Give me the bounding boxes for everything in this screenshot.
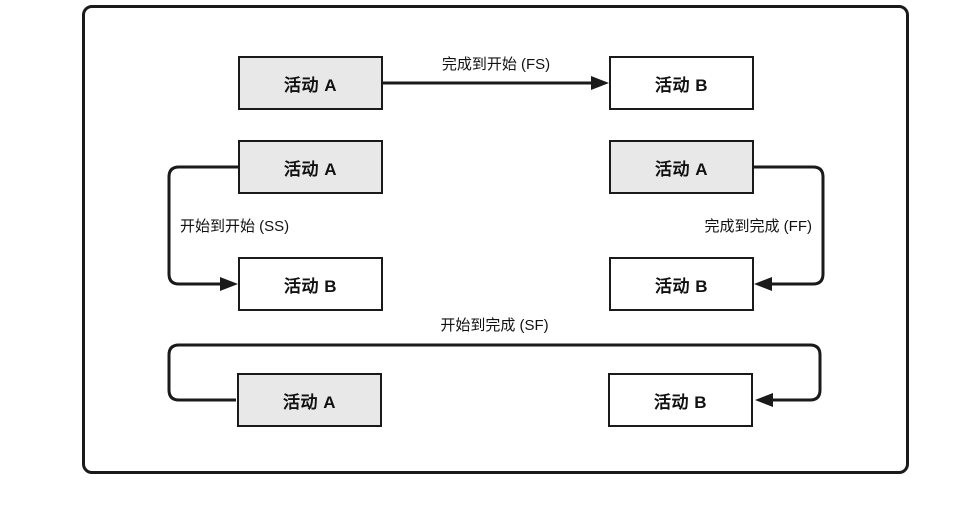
ff-connector <box>754 165 825 291</box>
ss-activity-b-box: 活动 B <box>238 257 383 311</box>
ff-activity-b-box: 活动 B <box>609 257 754 311</box>
ff-relation-label: 完成到完成 (FF) <box>704 218 812 235</box>
fs-arrowhead-icon <box>591 76 609 90</box>
ff-arrowhead-icon <box>754 277 772 291</box>
fs-activity-b-box: 活动 B <box>609 56 754 110</box>
ss-arrowhead-icon <box>220 277 238 291</box>
fs-relation-label: 完成到开始 (FS) <box>441 56 551 73</box>
ff-activity-a-box: 活动 A <box>609 140 754 194</box>
sf-activity-b-box: 活动 B <box>608 373 753 427</box>
ss-relation-label: 开始到开始 (SS) <box>180 218 290 235</box>
sf-activity-a-box: 活动 A <box>237 373 382 427</box>
sf-arrowhead-icon <box>755 393 773 407</box>
sf-relation-label: 开始到完成 (SF) <box>440 317 549 334</box>
fs-connector <box>383 76 609 90</box>
ss-connector <box>167 165 238 291</box>
sf-connector <box>167 343 822 407</box>
fs-activity-a-box: 活动 A <box>238 56 383 110</box>
ss-activity-a-box: 活动 A <box>238 140 383 194</box>
